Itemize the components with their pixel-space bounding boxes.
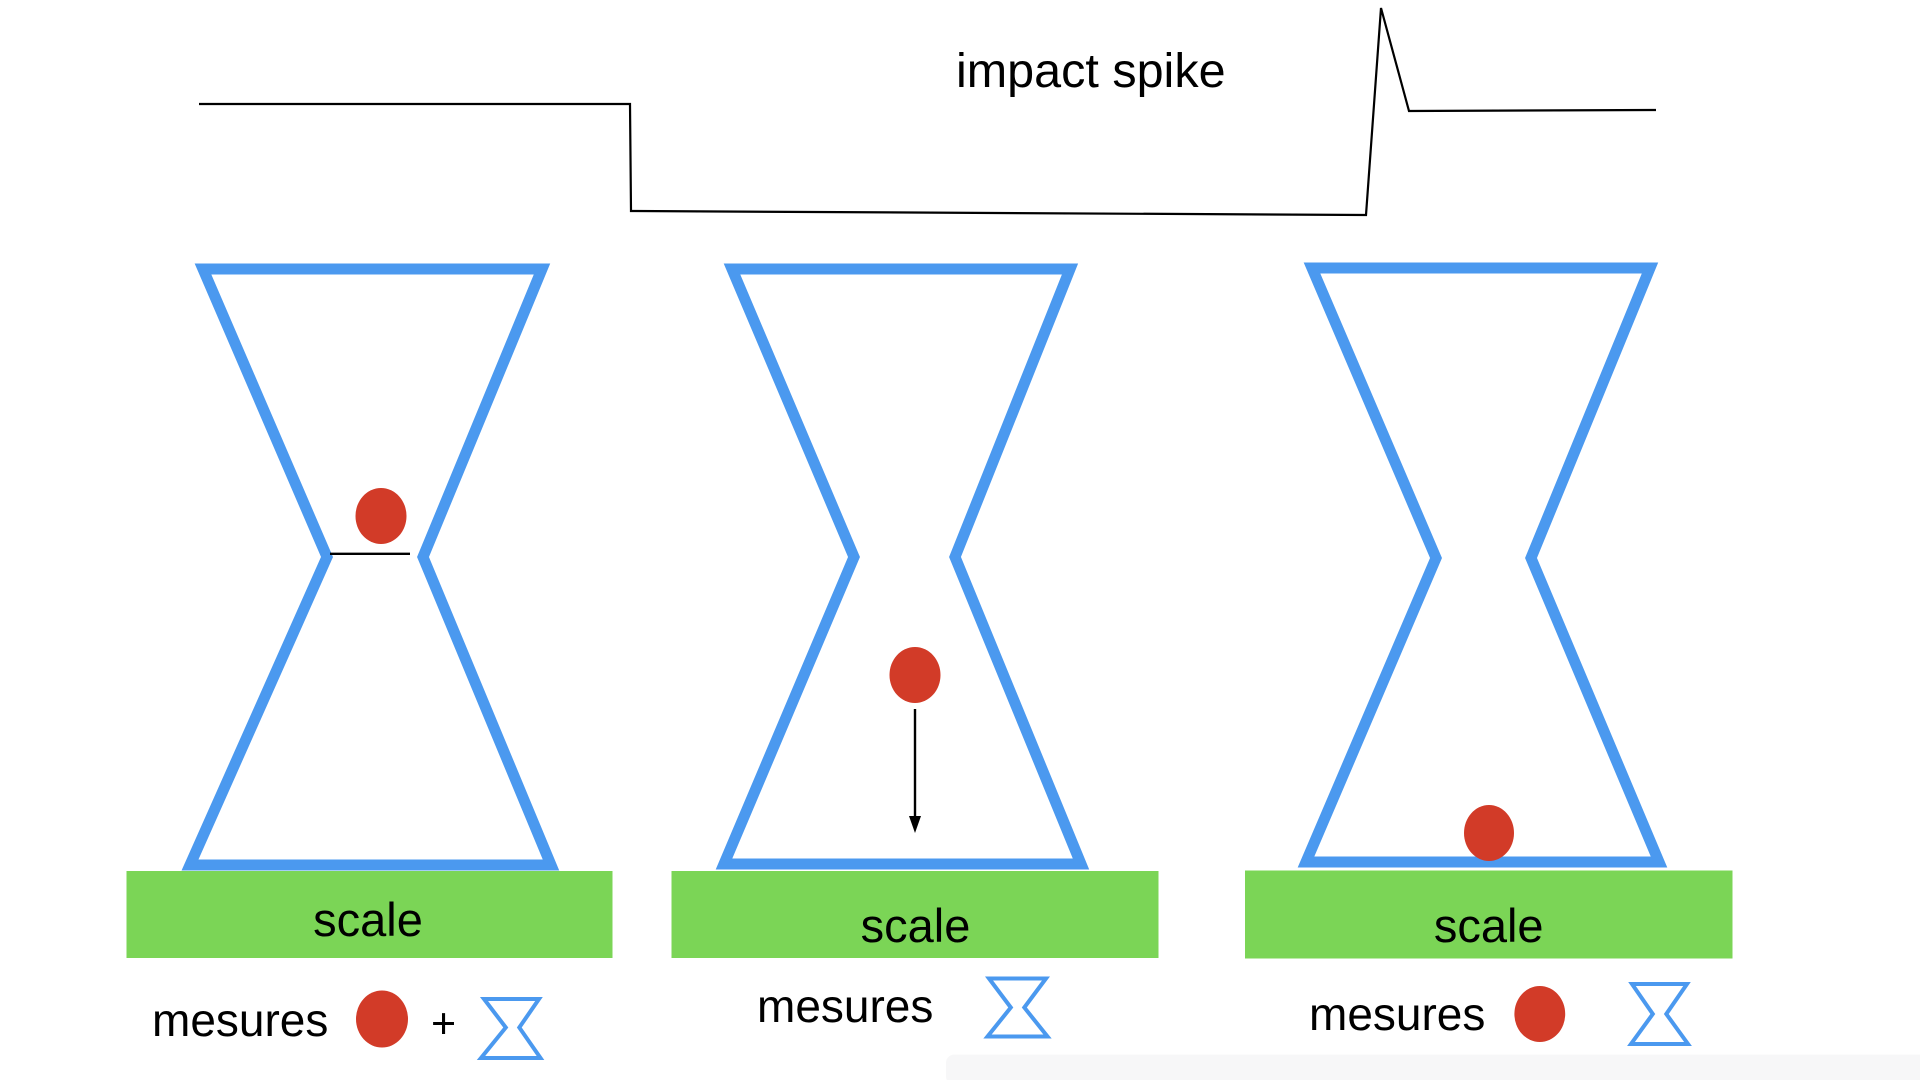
legend-hourglass-1-icon [476, 997, 545, 1060]
legend-hourglass-2-icon [983, 976, 1052, 1039]
ball-3 [1464, 805, 1514, 861]
ball-2 [889, 647, 941, 703]
scale-platform-3 [1245, 870, 1733, 959]
scale-platform-2 [671, 871, 1159, 958]
scale-label-3: scale [1434, 899, 1544, 952]
impact-spike-label: impact spike [956, 44, 1226, 98]
legend-label-3: mesures [1309, 988, 1485, 1040]
signal-trace [199, 7, 1657, 217]
legend-label-2: mesures [757, 980, 933, 1032]
hourglass-1 [181, 263, 560, 871]
legend-hourglass-3-icon [1627, 982, 1692, 1046]
scale-label-2: scale [861, 899, 971, 952]
legend-ball-1-icon [356, 990, 408, 1048]
scale-platform-1 [126, 871, 613, 958]
bottom-band [946, 1054, 1920, 1080]
legend-label-1: mesures [152, 994, 328, 1046]
legend-ball-3-icon [1514, 986, 1566, 1042]
plus-sign-1: + [431, 1000, 456, 1048]
scale-label-1: scale [313, 893, 423, 946]
ball-1 [355, 488, 407, 544]
hourglass-3 [1297, 262, 1668, 868]
fall-arrow-head [909, 816, 921, 833]
hourglass-2 [715, 263, 1090, 870]
